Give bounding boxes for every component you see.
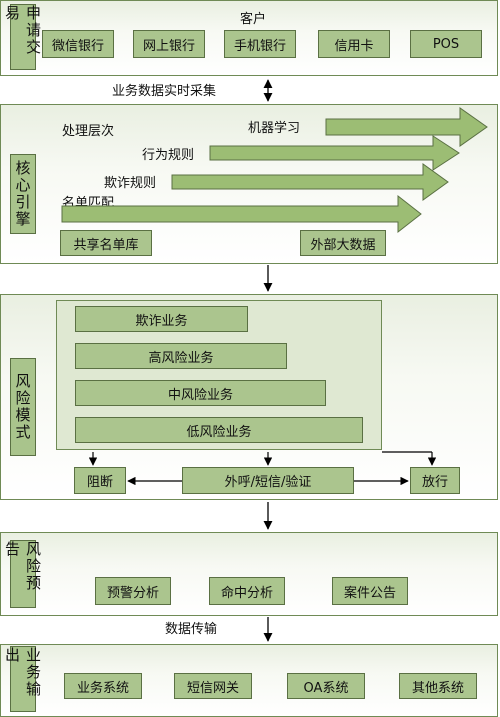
- behavior-layer-arrow: [209, 135, 460, 171]
- medium-risk-box[interactable]: 中风险业务: [75, 380, 326, 406]
- online-bank-box[interactable]: 网上银行: [133, 30, 205, 58]
- credit-card-box[interactable]: 信用卡: [318, 30, 390, 58]
- ml-layer-arrow: [325, 107, 488, 147]
- realtime-collection-label: 业务数据实时采集: [112, 84, 217, 99]
- release-box[interactable]: 放行: [410, 467, 460, 494]
- fraud-business-box[interactable]: 欺诈业务: [75, 306, 248, 332]
- sms-gateway-box[interactable]: 短信网关: [174, 673, 252, 699]
- customer-title: 客户: [240, 12, 267, 27]
- mobile-bank-box[interactable]: 手机银行: [224, 30, 296, 58]
- high-risk-box[interactable]: 高风险业务: [75, 343, 287, 369]
- fraud-layer-arrow: [171, 163, 449, 201]
- data-transfer-label: 数据传输: [165, 622, 218, 637]
- wechat-bank-box[interactable]: 微信银行: [42, 30, 114, 58]
- case-notice-box[interactable]: 案件公告: [332, 577, 408, 605]
- low-risk-box[interactable]: 低风险业务: [75, 417, 363, 443]
- other-system-box[interactable]: 其他系统: [399, 673, 477, 699]
- shared-namelist-box[interactable]: 共享名单库: [60, 230, 152, 256]
- ml-label: 机器学习: [248, 121, 301, 136]
- layer-header: 处理层次: [62, 124, 115, 139]
- block-box[interactable]: 阻断: [74, 467, 126, 494]
- namelist-layer-arrow: [61, 194, 422, 234]
- risk-label: 风险模式: [10, 358, 36, 456]
- external-bigdata-box[interactable]: 外部大数据: [300, 230, 386, 256]
- behavior-rules-label: 行为规则: [142, 148, 195, 163]
- fraud-rules-label: 欺诈规则: [104, 176, 157, 191]
- core-label: 核心引擎: [10, 154, 36, 234]
- business-system-box[interactable]: 业务系统: [64, 673, 142, 699]
- hit-analysis-box[interactable]: 命中分析: [209, 577, 285, 605]
- pos-box[interactable]: POS: [410, 30, 482, 58]
- verify-box[interactable]: 外呼/短信/验证: [182, 467, 354, 494]
- alert-analysis-box[interactable]: 预警分析: [95, 577, 171, 605]
- oa-system-box[interactable]: OA系统: [287, 673, 365, 699]
